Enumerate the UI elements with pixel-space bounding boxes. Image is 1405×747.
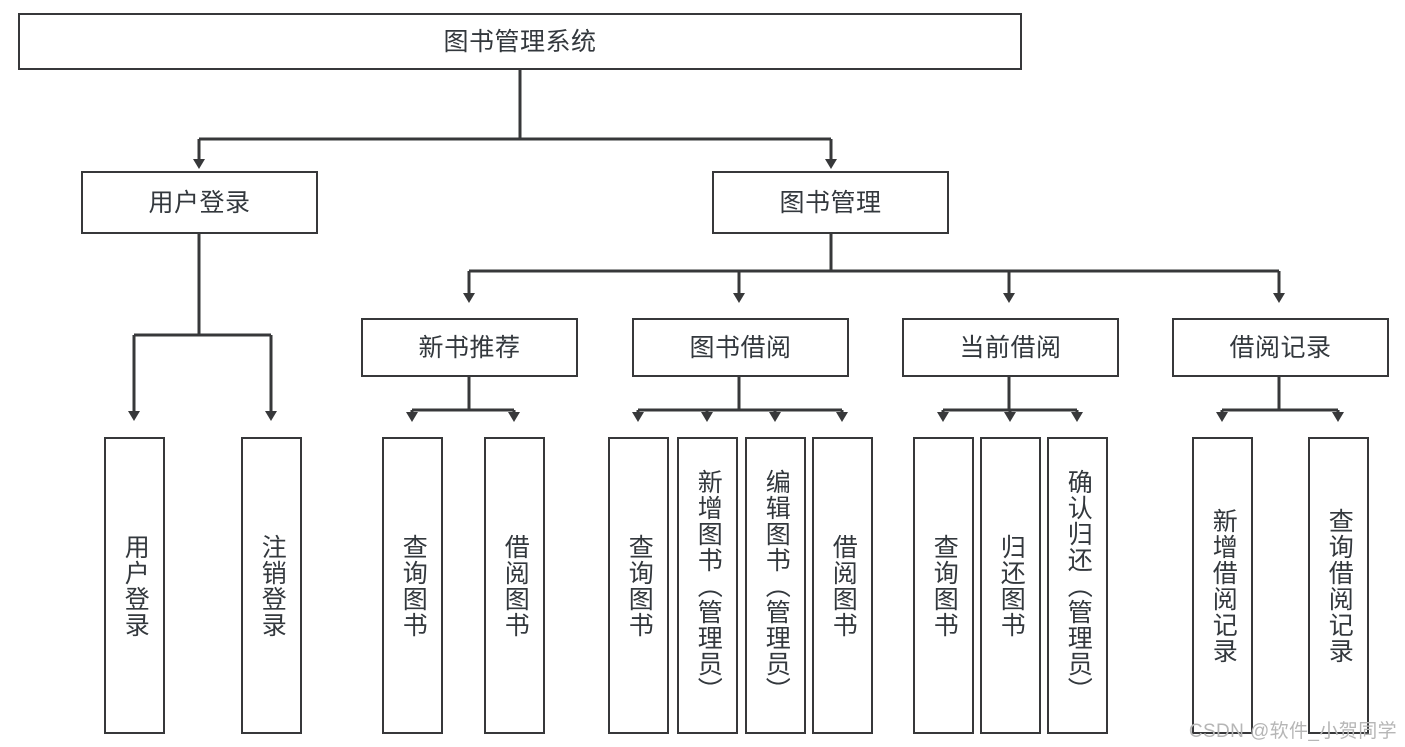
node-leaf-query-book-2-label: 查询图书 xyxy=(625,533,654,638)
node-leaf-query-book-3[interactable]: 查询图书 xyxy=(913,437,974,734)
node-leaf-query-book-2[interactable]: 查询图书 xyxy=(608,437,669,734)
node-leaf-edit-book-label: 编辑图书（管理员） xyxy=(762,468,791,703)
node-user-login[interactable]: 用户登录 xyxy=(81,171,318,234)
node-leaf-borrow-book-1-label: 借阅图书 xyxy=(501,533,530,638)
node-leaf-add-record[interactable]: 新增借阅记录 xyxy=(1192,437,1253,734)
node-user-login-label: 用户登录 xyxy=(148,188,251,217)
node-leaf-borrow-book-2-label: 借阅图书 xyxy=(829,533,858,638)
node-leaf-add-book[interactable]: 新增图书（管理员） xyxy=(677,437,738,734)
node-root[interactable]: 图书管理系统 xyxy=(18,13,1022,70)
node-leaf-user-login-label: 用户登录 xyxy=(121,533,150,638)
node-book-borrow-label: 图书借阅 xyxy=(689,333,792,362)
node-current-borrow[interactable]: 当前借阅 xyxy=(902,318,1119,377)
node-new-book-rec-label: 新书推荐 xyxy=(418,333,521,362)
node-leaf-confirm-return[interactable]: 确认归还（管理员） xyxy=(1047,437,1108,734)
node-leaf-confirm-return-label: 确认归还（管理员） xyxy=(1064,468,1093,703)
node-leaf-borrow-book-2[interactable]: 借阅图书 xyxy=(812,437,873,734)
node-book-borrow[interactable]: 图书借阅 xyxy=(632,318,849,377)
node-new-book-rec[interactable]: 新书推荐 xyxy=(361,318,578,377)
node-leaf-query-record-label: 查询借阅记录 xyxy=(1325,507,1354,664)
node-current-borrow-label: 当前借阅 xyxy=(959,333,1062,362)
node-leaf-user-login[interactable]: 用户登录 xyxy=(104,437,165,734)
node-leaf-return-book-label: 归还图书 xyxy=(997,533,1026,638)
node-leaf-query-book-1[interactable]: 查询图书 xyxy=(382,437,443,734)
node-leaf-return-book[interactable]: 归还图书 xyxy=(980,437,1041,734)
node-leaf-query-record[interactable]: 查询借阅记录 xyxy=(1308,437,1369,734)
node-leaf-query-book-3-label: 查询图书 xyxy=(930,533,959,638)
node-leaf-add-book-label: 新增图书（管理员） xyxy=(694,468,723,703)
node-leaf-borrow-book-1[interactable]: 借阅图书 xyxy=(484,437,545,734)
node-root-label: 图书管理系统 xyxy=(443,27,597,56)
node-borrow-record[interactable]: 借阅记录 xyxy=(1172,318,1389,377)
node-leaf-query-book-1-label: 查询图书 xyxy=(399,533,428,638)
node-leaf-add-record-label: 新增借阅记录 xyxy=(1209,507,1238,664)
node-borrow-record-label: 借阅记录 xyxy=(1229,333,1332,362)
node-book-manage[interactable]: 图书管理 xyxy=(712,171,949,234)
node-leaf-logout[interactable]: 注销登录 xyxy=(241,437,302,734)
node-leaf-logout-label: 注销登录 xyxy=(258,533,287,638)
node-leaf-edit-book[interactable]: 编辑图书（管理员） xyxy=(745,437,806,734)
watermark-text: CSDN @软件_小贺同学 xyxy=(1188,721,1397,742)
node-book-manage-label: 图书管理 xyxy=(779,188,882,217)
